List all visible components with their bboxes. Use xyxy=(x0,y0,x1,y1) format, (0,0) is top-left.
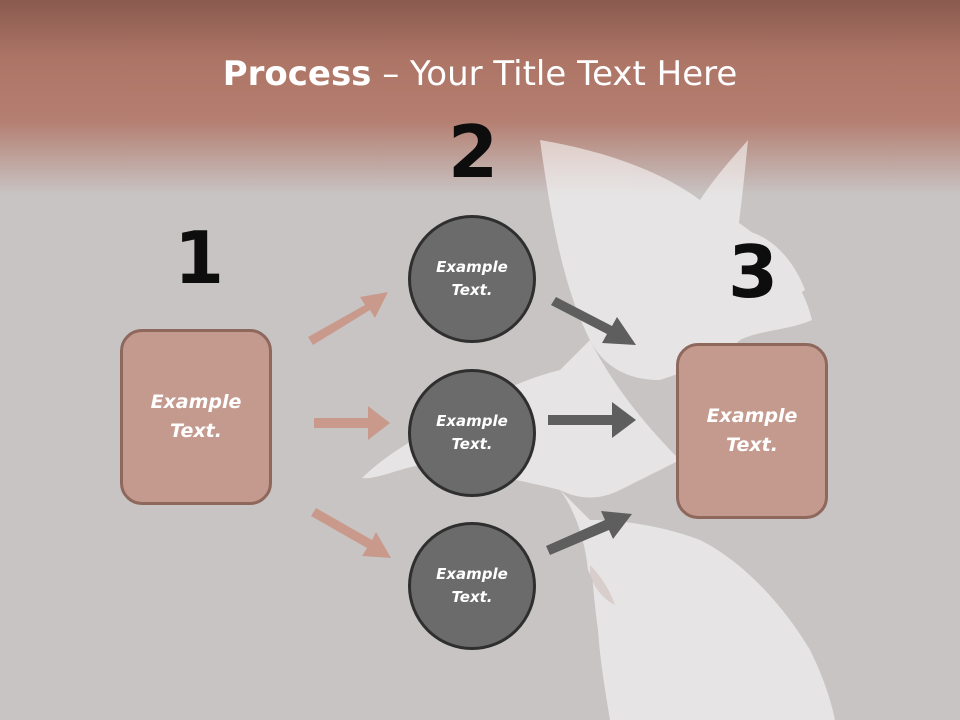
step-number-2: 2 xyxy=(447,110,499,194)
step-number-1: 1 xyxy=(173,216,225,300)
slide-title: Process – Your Title Text Here xyxy=(0,52,960,96)
circle-top-label: Example Text. xyxy=(436,258,508,299)
arrow-light-middle xyxy=(314,406,390,440)
header-band xyxy=(0,0,960,200)
circle-middle-label: Example Text. xyxy=(436,412,508,453)
arrow-light-up xyxy=(308,292,388,345)
step-3-box: Example Text. xyxy=(676,343,828,519)
step-number-3: 3 xyxy=(727,230,779,314)
step-2-circle-top: Example Text. xyxy=(408,215,536,343)
title-rest: – Your Title Text Here xyxy=(371,54,738,94)
circle-bottom-label: Example Text. xyxy=(436,565,508,606)
arrow-dark-down xyxy=(546,511,632,555)
arrow-light-down xyxy=(311,508,391,558)
step-1-box: Example Text. xyxy=(120,329,272,505)
step-2-circle-middle: Example Text. xyxy=(408,369,536,497)
step-3-label: Example Text. xyxy=(706,405,798,456)
arrow-dark-middle xyxy=(548,402,636,438)
title-bold: Process xyxy=(222,54,372,94)
step-1-label: Example Text. xyxy=(150,391,242,442)
step-2-circle-bottom: Example Text. xyxy=(408,522,536,650)
arrow-dark-up xyxy=(551,297,636,345)
